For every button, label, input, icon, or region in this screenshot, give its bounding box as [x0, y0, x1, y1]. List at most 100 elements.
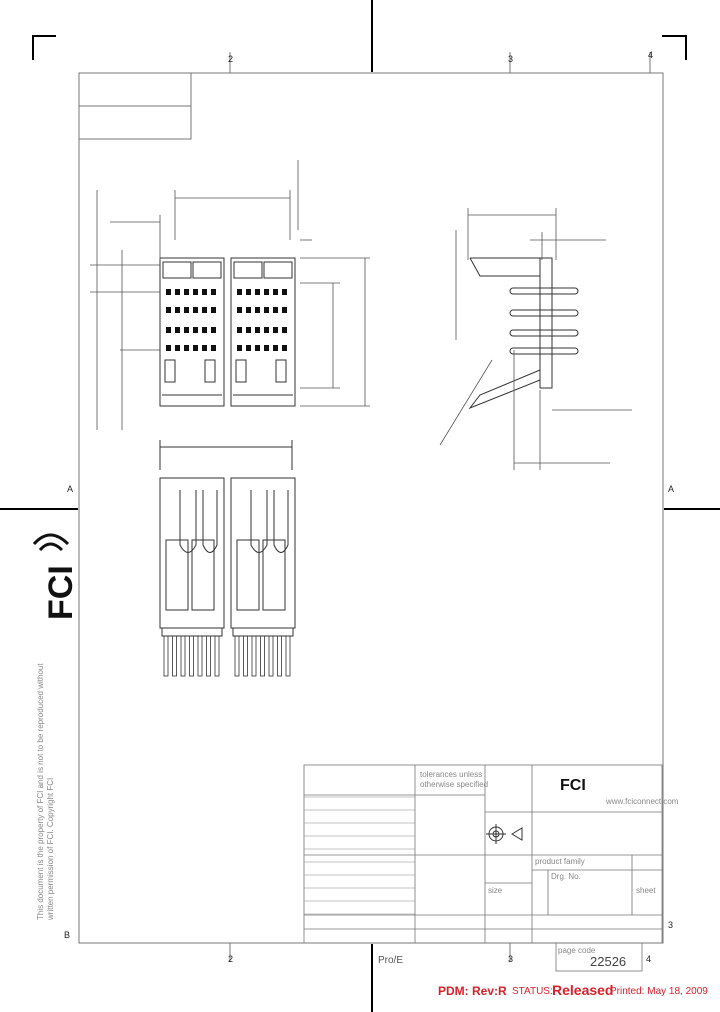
- fci-logo-small: FCI: [560, 777, 586, 794]
- pin: [251, 635, 257, 677]
- contact-hole: [184, 307, 189, 313]
- zone-label-bottom-2: 2: [228, 954, 234, 964]
- contact-hole: [175, 327, 180, 333]
- contact-hole: [211, 345, 216, 351]
- contact-hole: [175, 289, 180, 295]
- contact-hole: [282, 289, 287, 295]
- status-value: Released: [552, 982, 614, 998]
- zone-label-top-4: 4: [648, 50, 654, 60]
- zone-label-right-a: A: [668, 484, 675, 494]
- front-view-dimensions: [90, 160, 370, 430]
- size-label: size: [488, 886, 503, 895]
- contact-hole: [282, 345, 287, 351]
- contact-hole: [202, 307, 207, 313]
- svg-text:FCI: FCI: [560, 777, 586, 794]
- contact-hole: [273, 289, 278, 295]
- contact-hole: [184, 289, 189, 295]
- contact-hole: [273, 307, 278, 313]
- side-view: [468, 257, 579, 410]
- pin: [172, 635, 177, 677]
- pin: [243, 635, 248, 677]
- contact-hole: [193, 327, 198, 333]
- contact-hole: [166, 327, 171, 333]
- contact-hole: [282, 307, 287, 313]
- zone-label-top-2: 2: [228, 54, 234, 64]
- pin: [189, 635, 194, 677]
- contact-hole: [166, 345, 171, 351]
- contact-hole: [255, 345, 260, 351]
- contact-hole: [237, 345, 242, 351]
- contact-hole: [264, 327, 269, 333]
- pin: [277, 635, 282, 677]
- pin: [260, 635, 265, 677]
- bottom-view: [159, 440, 296, 637]
- contact-hole: [246, 327, 251, 333]
- pin: [214, 635, 220, 677]
- zone-label-top-3: 3: [508, 54, 514, 64]
- front-view: [159, 257, 296, 407]
- zone-label-left-b: B: [64, 930, 71, 940]
- contact-hole: [264, 289, 269, 295]
- copyright-notice: This document is the property of FCI and…: [36, 663, 55, 920]
- contact-hole: [193, 307, 198, 313]
- pin: [197, 635, 203, 677]
- contact-hole: [211, 289, 216, 295]
- revision-table-rows: [304, 796, 415, 915]
- contact-hole: [246, 345, 251, 351]
- contact-hole: [264, 345, 269, 351]
- contact-hole: [246, 289, 251, 295]
- tolerance-note: tolerances unless otherwise specified: [420, 770, 489, 789]
- side-view-dimensions: [439, 208, 632, 470]
- contact-hole: [166, 289, 171, 295]
- pin: [206, 635, 211, 677]
- contact-hole: [202, 345, 207, 351]
- pin: [234, 635, 240, 677]
- contact-hole: [237, 307, 242, 313]
- contact-hole: [193, 289, 198, 295]
- contact-hole: [264, 307, 269, 313]
- pin: [180, 635, 186, 677]
- contact-hole: [202, 327, 207, 333]
- drawing-number: 22526: [590, 954, 627, 969]
- contact-hole: [273, 345, 278, 351]
- title-block-lines: [303, 764, 663, 972]
- website: www.fciconnect.com: [606, 797, 679, 806]
- drawing-border: [78, 72, 664, 944]
- zone-label-left-a: A: [67, 484, 74, 494]
- drawing-number-label: Drg. No.: [551, 872, 581, 881]
- contact-hole: [211, 307, 216, 313]
- zone-label-right-3: 3: [668, 920, 674, 930]
- front-view-contacts: [166, 289, 287, 351]
- sheet-label: sheet: [636, 886, 656, 895]
- contact-hole: [282, 327, 287, 333]
- contact-hole: [184, 345, 189, 351]
- contact-hole: [202, 289, 207, 295]
- pin: [163, 635, 169, 677]
- contact-hole: [237, 289, 242, 295]
- contact-hole: [211, 327, 216, 333]
- contact-hole: [166, 307, 171, 313]
- svg-text:FCI: FCI: [42, 565, 80, 620]
- contact-hole: [273, 327, 278, 333]
- zone-label-bottom-4: 4: [646, 954, 652, 964]
- fci-logo: FCI: [32, 533, 80, 620]
- contact-hole: [184, 327, 189, 333]
- bottom-view-pins: [163, 635, 291, 677]
- status-prefix: STATUS:: [512, 986, 553, 997]
- contact-hole: [175, 307, 180, 313]
- projection-symbol: [486, 824, 523, 844]
- pro-e-label: Pro/E: [378, 955, 404, 966]
- zone-label-bottom-3: 3: [508, 954, 514, 964]
- contact-hole: [246, 307, 251, 313]
- pdm-revision: PDM: Rev:R: [438, 984, 507, 998]
- pin: [285, 635, 291, 677]
- pin: [268, 635, 274, 677]
- contact-hole: [255, 289, 260, 295]
- product-family-label: product family: [535, 857, 585, 866]
- contact-hole: [237, 327, 242, 333]
- contact-hole: [175, 345, 180, 351]
- printed-date: Printed: May 18, 2009: [610, 986, 708, 997]
- page-code-label: page code: [558, 946, 596, 955]
- contact-hole: [193, 345, 198, 351]
